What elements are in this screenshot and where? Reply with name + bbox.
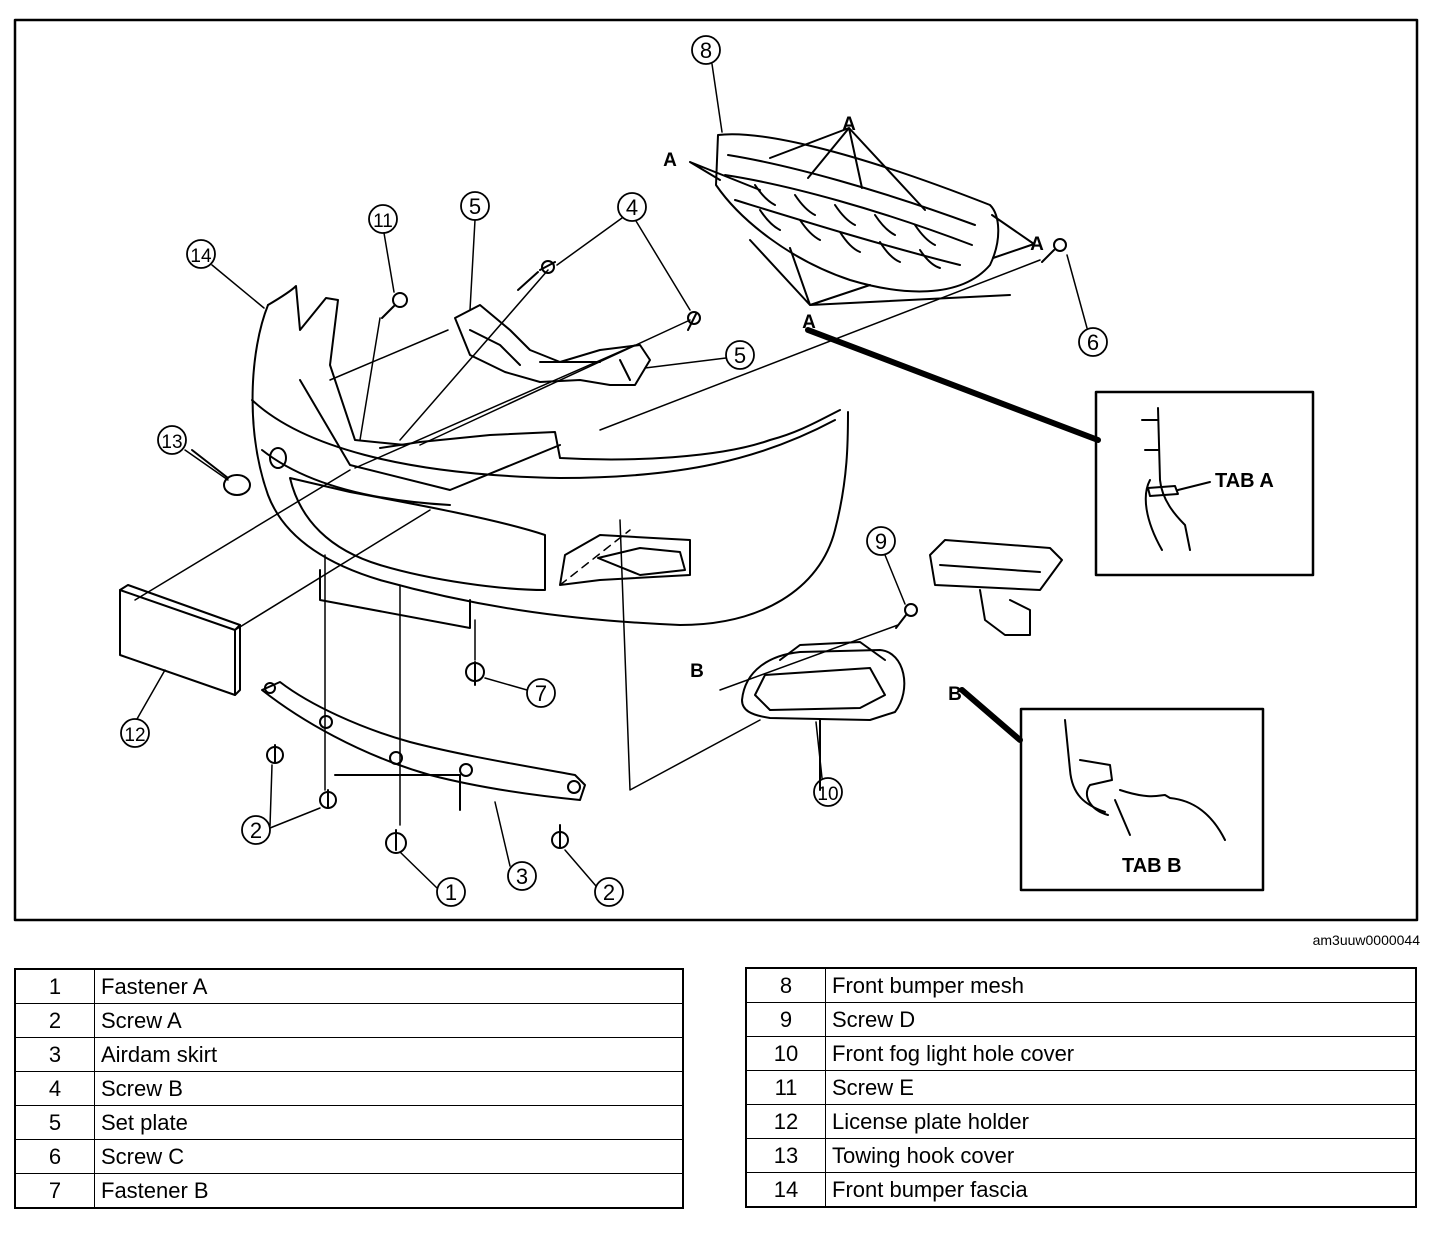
callout-4: 4 (626, 195, 638, 220)
exploded-view-diagram: 1 2 2 3 4 5 5 6 7 8 9 10 11 12 13 14 A A… (13, 18, 1419, 922)
legend-part-number: 13 (745, 1138, 826, 1173)
tab-b-label: TAB B (1122, 855, 1182, 877)
legend-part-name: Front bumper fascia (825, 1172, 1417, 1208)
set-plate-drawing (454, 260, 701, 386)
tab-b-detail-box (1019, 707, 1265, 892)
callout-2-b: 2 (603, 880, 615, 905)
fog-light-hole-cover-drawing (741, 641, 906, 791)
legend-part-number: 11 (745, 1070, 826, 1105)
diagram-frame (13, 18, 1419, 922)
license-plate-holder-drawing (119, 584, 241, 696)
legend-part-name: Front bumper mesh (825, 967, 1417, 1003)
callout-12: 12 (124, 725, 145, 746)
legend-part-number: 7 (14, 1173, 95, 1209)
legend-part-name: Towing hook cover (825, 1138, 1417, 1173)
front-bumper-mesh-drawing (689, 127, 1035, 306)
legend-part-number: 1 (14, 968, 95, 1004)
legend-part-name: License plate holder (825, 1104, 1417, 1139)
legend-part-name: Front fog light hole cover (825, 1036, 1417, 1071)
screw-hardware-drawing (381, 238, 1067, 629)
callout-6: 6 (1087, 330, 1099, 355)
callout-circles (120, 35, 1108, 907)
legend-part-name: Screw E (825, 1070, 1417, 1105)
airdam-skirt-drawing (261, 681, 586, 811)
callout-5: 5 (469, 194, 481, 219)
callout-3: 3 (516, 864, 528, 889)
assembly-guide-lines (134, 259, 1101, 826)
legend-part-name: Fastener B (94, 1173, 684, 1209)
legend-part-number: 9 (745, 1002, 826, 1037)
tab-letter-b-right: B (948, 684, 962, 705)
tab-letter-a-left: A (663, 150, 677, 171)
front-bumper-fascia-drawing (251, 285, 849, 629)
callout-1: 1 (445, 880, 457, 905)
fog-light-drawing (929, 539, 1063, 636)
legend-part-number: 8 (745, 967, 826, 1003)
legend-part-number: 12 (745, 1104, 826, 1139)
legend-part-number: 4 (14, 1071, 95, 1106)
legend-part-name: Screw C (94, 1139, 684, 1174)
tab-a-detail-box (1094, 390, 1315, 577)
callout-8: 8 (700, 38, 712, 63)
tab-letter-a-bottom: A (802, 312, 816, 333)
lower-fastener-drawing (266, 661, 569, 854)
legend-part-name: Set plate (94, 1105, 684, 1140)
callout-leaders (136, 63, 1088, 889)
legend-part-name: Airdam skirt (94, 1037, 684, 1072)
tab-letter-a-right: A (1030, 234, 1044, 255)
towing-hook-cover-drawing (191, 449, 251, 496)
legend-part-number: 10 (745, 1036, 826, 1071)
callout-9: 9 (875, 529, 887, 554)
callout-2: 2 (250, 818, 262, 843)
callout-11: 11 (373, 211, 393, 232)
legend-part-name: Screw A (94, 1003, 684, 1038)
legend-part-number: 6 (14, 1139, 95, 1174)
tab-letter-a-top: A (842, 114, 856, 135)
callout-7: 7 (535, 681, 547, 706)
callout-13: 13 (161, 432, 182, 453)
legend-part-number: 5 (14, 1105, 95, 1140)
figure-code: am3uuw0000044 (1312, 932, 1420, 948)
legend-part-name: Fastener A (94, 968, 684, 1004)
callout-14: 14 (190, 246, 212, 267)
legend-part-number: 2 (14, 1003, 95, 1038)
tab-letter-b-left: B (690, 661, 704, 682)
legend-part-name: Screw D (825, 1002, 1417, 1037)
legend-part-number: 3 (14, 1037, 95, 1072)
callout-5-b: 5 (734, 343, 746, 368)
legend-part-name: Screw B (94, 1071, 684, 1106)
legend-part-number: 14 (745, 1172, 826, 1208)
callout-10: 10 (817, 784, 838, 805)
tab-a-label: TAB A (1215, 470, 1274, 492)
